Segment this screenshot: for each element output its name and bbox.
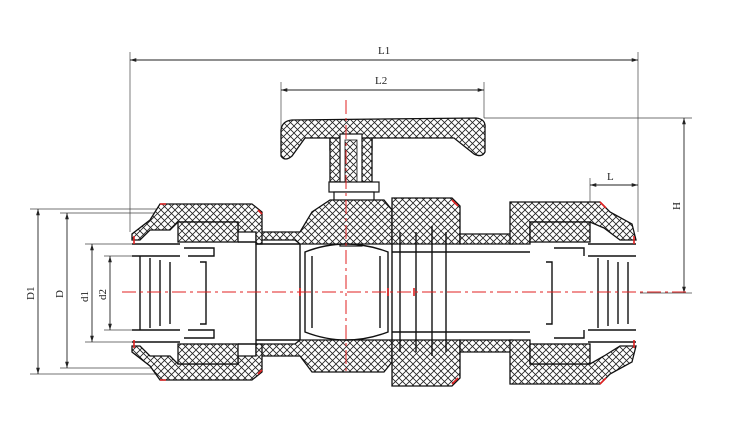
center-lines (122, 100, 690, 372)
left-union-nut (131, 203, 263, 381)
right-union-nut (391, 197, 637, 387)
dimension-l2: L2 (280, 75, 485, 128)
dimension-l1: L1 (129, 45, 639, 232)
valve-body (255, 199, 393, 373)
label-l1: L1 (378, 45, 390, 57)
label-d2: d2 (97, 289, 109, 300)
label-l: L (607, 171, 614, 183)
dimension-d2: d2 (97, 255, 140, 331)
bore-lines (256, 243, 530, 341)
label-d1-outer: D1 (25, 287, 37, 300)
dimension-d: D (54, 212, 175, 369)
label-d: D (54, 290, 66, 298)
label-d1-inner: d1 (79, 291, 91, 302)
label-h: H (671, 202, 683, 210)
label-l2: L2 (375, 75, 387, 87)
dimension-h: H (484, 117, 692, 294)
dimension-d1-inner: d1 (79, 243, 140, 343)
